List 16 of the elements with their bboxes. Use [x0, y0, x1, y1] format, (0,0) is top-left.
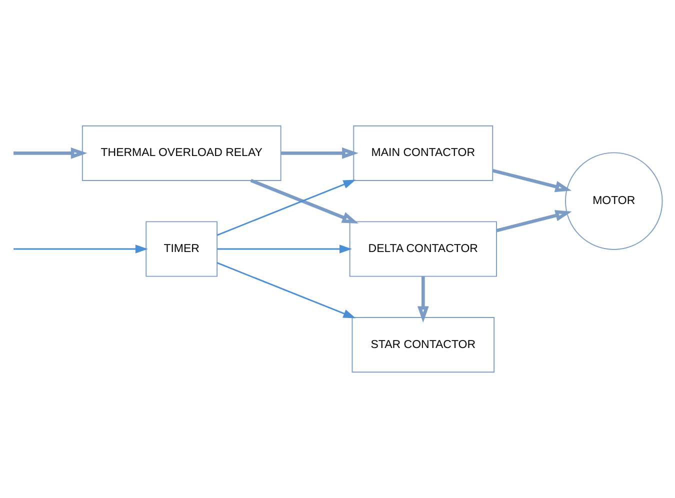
arrow	[14, 147, 88, 159]
arrow	[281, 147, 358, 159]
arrow	[417, 276, 429, 323]
arrow	[250, 178, 358, 224]
node-box: STAR CONTACTOR	[352, 317, 495, 373]
node-box: DELTA CONTACTOR	[349, 221, 497, 277]
node-circle: MOTOR	[565, 152, 663, 250]
node-box: TIMER	[146, 221, 218, 277]
node-box: MAIN CONTACTOR	[353, 125, 494, 181]
arrow	[217, 244, 352, 254]
node-box: THERMAL OVERLOAD RELAY	[82, 125, 282, 181]
arrow	[492, 168, 572, 192]
arrow	[14, 244, 148, 254]
arrow	[216, 180, 356, 236]
arrow	[496, 210, 572, 232]
arrow	[216, 262, 356, 318]
